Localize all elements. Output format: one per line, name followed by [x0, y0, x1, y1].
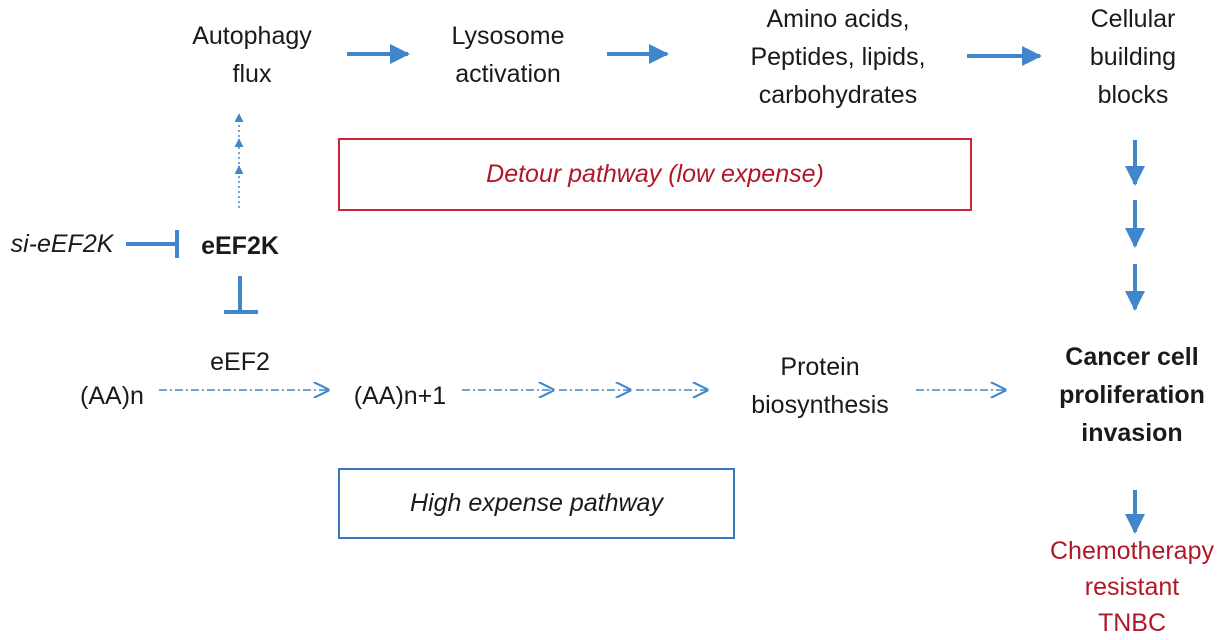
amino-line-1: Amino acids, [766, 5, 910, 33]
cancer-line-1: Cancer cell [1065, 343, 1199, 371]
detour-pathway-label: Detour pathway (low expense) [486, 160, 824, 188]
node-eef2k: eEF2K [201, 232, 279, 260]
cancer-line-3: invasion [1081, 419, 1183, 447]
node-aa-n: (AA)n [80, 382, 144, 410]
lysosome-line-2: activation [455, 60, 561, 88]
building-line-1: Cellular [1090, 5, 1176, 33]
chemo-line-1: Chemotherapy [1050, 537, 1214, 565]
high-expense-pathway-box: High expense pathway [338, 468, 735, 539]
protein-line-2: biosynthesis [751, 391, 889, 419]
node-amino-acids: Amino acids, Peptides, lipids, carbohydr… [718, 0, 958, 114]
node-aa-n1: (AA)n+1 [353, 382, 447, 410]
detour-pathway-box: Detour pathway (low expense) [338, 138, 972, 211]
amino-line-2: Peptides, lipids, [750, 43, 926, 71]
node-si-eef2k: si-eEF2K [10, 230, 114, 258]
node-chemotherapy-tnbc: Chemotherapy resistant TNBC [1032, 533, 1232, 640]
high-expense-pathway-label: High expense pathway [410, 489, 663, 517]
protein-line-1: Protein [780, 353, 860, 381]
lysosome-line-1: Lysosome [451, 22, 565, 50]
amino-line-3: carbohydrates [758, 81, 918, 109]
node-autophagy-flux: Autophagy flux [172, 17, 332, 93]
autophagy-line-2: flux [232, 60, 272, 88]
node-building-blocks: Cellular building blocks [1048, 0, 1218, 114]
node-cancer-cell: Cancer cell proliferation invasion [1032, 338, 1232, 452]
node-protein-biosynthesis: Protein biosynthesis [730, 348, 910, 424]
node-lysosome-activation: Lysosome activation [418, 17, 598, 93]
autophagy-line-1: Autophagy [192, 22, 312, 50]
node-eef2: eEF2 [210, 348, 270, 376]
building-line-2: building [1089, 43, 1177, 71]
chemo-line-3: TNBC [1097, 609, 1167, 637]
building-line-3: blocks [1097, 81, 1169, 109]
cancer-line-2: proliferation [1059, 381, 1205, 409]
chemo-line-2: resistant [1084, 573, 1180, 601]
